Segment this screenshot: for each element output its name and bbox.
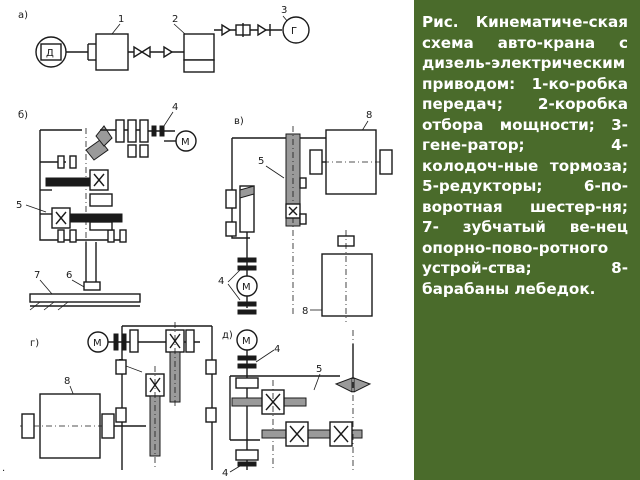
part-label-8-v1: 8	[366, 110, 372, 121]
bearings-b-left	[57, 155, 127, 243]
drum-8-bottom	[321, 253, 373, 317]
part-label-8-g: 8	[64, 376, 70, 387]
motor-b-label: М	[181, 137, 190, 148]
pto-box-2	[183, 33, 215, 61]
part-label-5-d: 5	[316, 364, 322, 375]
part-label-5-v: 5	[258, 156, 264, 167]
panel-label-g: г)	[30, 338, 39, 349]
corner-mark: ·	[2, 466, 5, 477]
diagram-svg: а) 1 2 3 Д	[2, 5, 393, 479]
panel-label-d: д)	[222, 330, 233, 341]
panel-v: в) 8 5 4	[218, 110, 393, 322]
generator-circle	[282, 16, 310, 44]
motor-v	[236, 275, 258, 297]
part-label-4-d2: 4	[222, 468, 228, 479]
motor-g-label: М	[93, 338, 102, 349]
engine-label: Д	[46, 48, 54, 59]
ring-gear-7	[29, 293, 141, 303]
part-label-7: 7	[34, 270, 40, 281]
part-label-5-b: 5	[16, 200, 22, 211]
figure-caption: Рис. Кинематиче-ская схема авто-крана с …	[422, 13, 628, 298]
caption-panel: Рис. Кинематиче-ская схема авто-крана с …	[414, 0, 640, 480]
panel-a: а) 1 2 3 Д	[18, 5, 310, 73]
panel-g: г) 5 8 М	[20, 322, 217, 470]
part-label-1: 1	[118, 14, 124, 25]
part-label-4-b: 4	[172, 102, 178, 113]
panel-d: д) 4 5 4 М	[222, 329, 372, 479]
panel-b: б) 4 5 7 6	[16, 102, 197, 311]
part-label-6: 6	[66, 270, 72, 281]
pto-box-2-lower	[183, 59, 215, 73]
panel-label-v: в)	[234, 116, 244, 127]
part-label-8-v2: 8	[302, 306, 308, 317]
engine-box	[40, 43, 62, 61]
motor-d-label: М	[242, 336, 251, 347]
panel-label-a: а)	[18, 10, 28, 21]
motor-v-label: М	[242, 282, 251, 293]
generator-label: Г	[291, 26, 297, 37]
panel-label-b: б)	[18, 110, 28, 121]
part-label-3: 3	[281, 5, 287, 16]
kinematic-diagram: а) 1 2 3 Д	[2, 5, 393, 479]
part-label-4-d1: 4	[274, 344, 280, 355]
part-label-4-v: 4	[218, 276, 224, 287]
part-label-2: 2	[172, 14, 178, 25]
gearbox-1	[95, 33, 129, 71]
